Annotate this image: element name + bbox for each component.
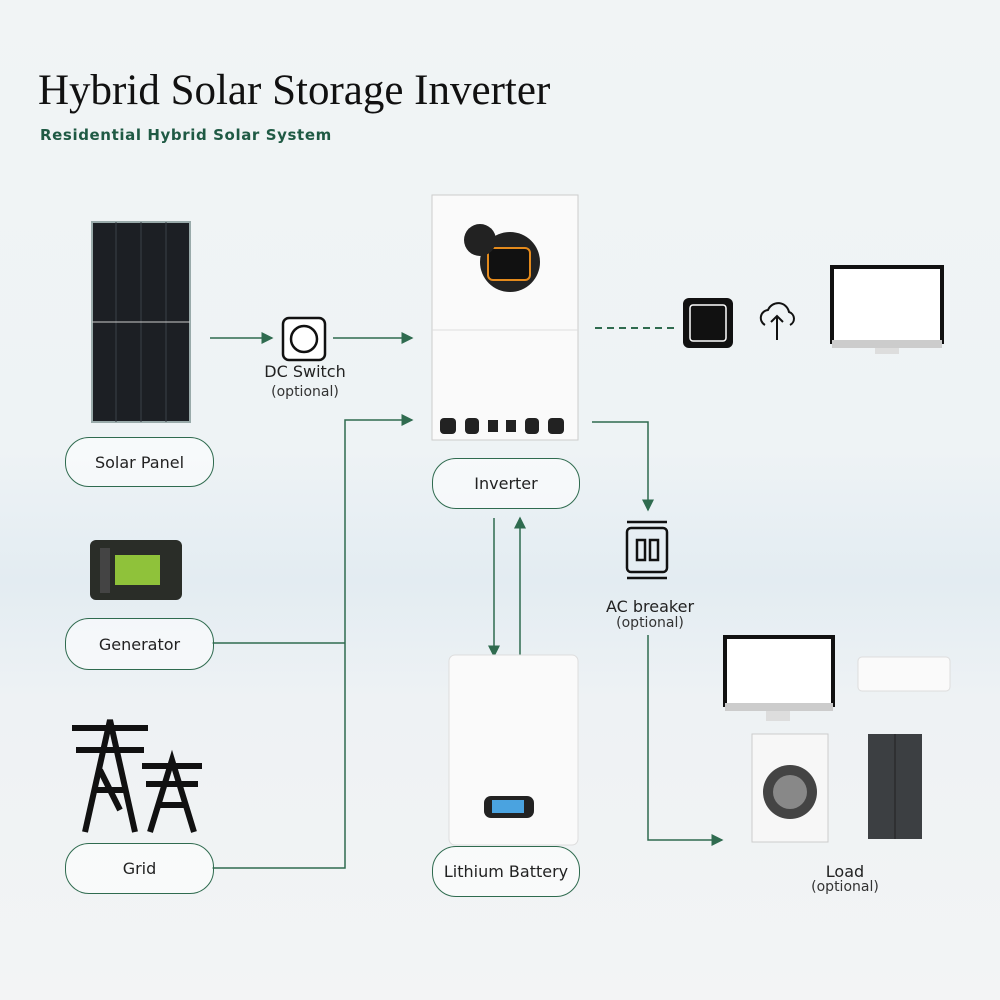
cloud-upload-icon — [759, 302, 795, 340]
line-inverter-to-breaker — [592, 421, 654, 512]
inverter-icon — [431, 194, 579, 441]
dc-switch-note: (optional) — [271, 384, 339, 400]
load-label: Load — [825, 862, 865, 881]
inverter-label: Inverter — [432, 458, 580, 509]
solar-panel-icon — [91, 221, 191, 423]
ac-breaker-icon — [625, 520, 669, 580]
page-subtitle: Residential Hybrid Solar System — [40, 126, 332, 144]
line-breaker-to-load — [647, 635, 724, 846]
solar-panel-label: Solar Panel — [65, 437, 214, 487]
page-title: Hybrid Solar Storage Inverter — [38, 67, 551, 114]
load-note: (optional) — [811, 879, 879, 895]
dc-switch-label: DC Switch — [264, 362, 346, 381]
ac-breaker-note: (optional) — [616, 615, 684, 631]
monitor-icon — [830, 265, 944, 354]
generator-label: Generator — [65, 618, 214, 670]
grid-label: Grid — [65, 843, 214, 894]
generator-icon — [90, 540, 182, 600]
dc-switch-icon — [281, 316, 327, 362]
load-appliances-icon — [723, 635, 951, 843]
ac-breaker-label: AC breaker — [605, 597, 695, 616]
grid-tower-icon — [72, 719, 202, 833]
lithium-battery-label: Lithium Battery — [432, 846, 580, 897]
wifi-dongle-icon — [683, 298, 733, 348]
line-grid-generator-bus — [212, 414, 414, 869]
lithium-battery-icon — [448, 654, 579, 846]
